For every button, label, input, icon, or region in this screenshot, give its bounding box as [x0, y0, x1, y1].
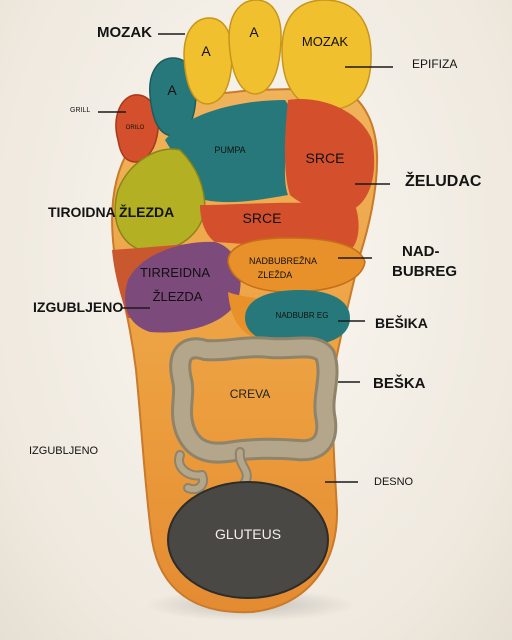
zone-label-big-toe: MOZAK	[301, 34, 349, 49]
label-desno: DESNO	[374, 476, 414, 488]
zone-label-pumpa: PUMPA	[214, 145, 246, 155]
label-tiroidna-zlezda: TIROIDNA ŽLEZDA	[48, 204, 175, 220]
zone-label-srce-lower: SRCE	[242, 210, 282, 226]
zone-label-srce-upper: SRCE	[305, 150, 345, 166]
label-epifiza: EPIFIZA	[412, 57, 458, 71]
zone-label-gluteus: GLUTEUS	[214, 526, 282, 542]
zone-label-nadbubrezna: NADBUBREŽNA	[248, 256, 317, 266]
zone-label-nadbubreg: NADBUBR EG	[275, 311, 329, 320]
zone-label-toe-a2: A	[201, 43, 211, 59]
label-izgubljeno-1: IZGUBLJENO	[33, 299, 124, 315]
zone-nadbubreg	[245, 290, 350, 346]
label-beska: BEŠKA	[373, 375, 426, 392]
zone-label-creva: CREVA	[229, 387, 271, 401]
label-zeludac: ŽELUDAC	[405, 173, 482, 190]
toe-big	[281, 0, 372, 111]
zone-label-zlezda-2: ZLEŽDA	[257, 270, 293, 280]
toe-a3	[228, 0, 282, 95]
label-mozak: MOZAK	[97, 24, 152, 41]
label-besika: BEŠIKA	[375, 315, 428, 331]
label-izgubljeno-2: IZGUBLJENO	[29, 445, 99, 457]
zone-srce-lower	[200, 202, 359, 250]
zone-label-zlezda: ŽLEZDA	[152, 289, 203, 304]
label-bubreg: BUBREG	[392, 263, 458, 280]
zone-gluteus	[167, 481, 329, 599]
toe-small	[115, 94, 159, 163]
zone-tirreidna	[124, 241, 241, 333]
label-grill: GRILL	[70, 107, 91, 114]
zone-label-toe-a1: A	[167, 82, 177, 98]
zone-label-toe-a3: A	[249, 24, 259, 40]
toe-a2	[183, 17, 233, 105]
leader-lines	[98, 33, 393, 483]
label-nad: NAD-	[402, 243, 440, 260]
zone-label-small-toe: ORILO	[125, 125, 145, 131]
zone-label-tirreidna: TIRREIDNA	[139, 265, 211, 280]
zone-nadbubrezna	[227, 237, 366, 293]
zone-srce-upper	[284, 99, 375, 212]
intestine-creva	[169, 336, 339, 510]
